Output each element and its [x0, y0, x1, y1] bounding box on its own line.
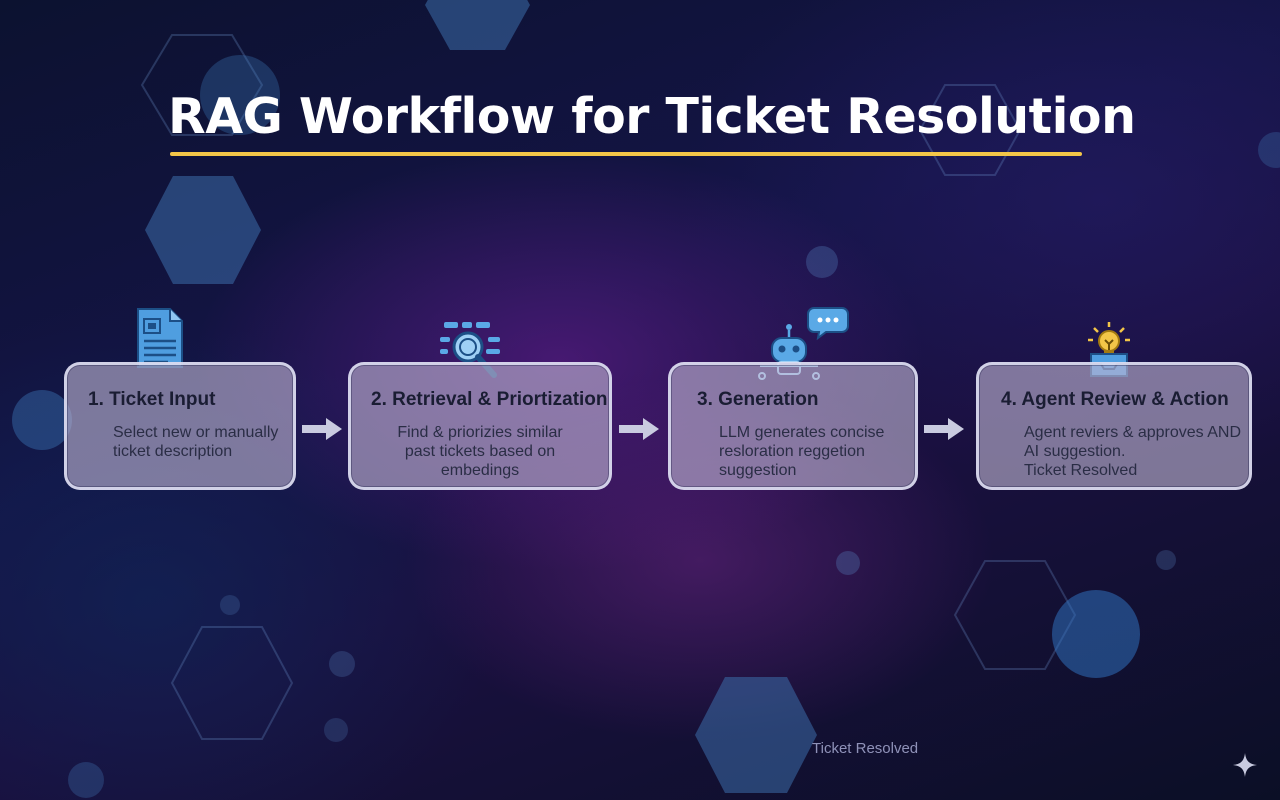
- hexagon-filled: [695, 677, 817, 793]
- hexagon-outline: [918, 84, 1022, 176]
- step-card-agent-review: 4. Agent Review & Action Agent reviers &…: [976, 362, 1252, 490]
- page-title: RAG Workflow for Ticket Resolution: [168, 88, 1136, 145]
- hexagon-filled: [145, 176, 261, 284]
- step-description: Find & priorizies similar past tickets b…: [397, 424, 563, 479]
- arrow-right-icon: [619, 418, 659, 440]
- bokeh-circle: [1258, 132, 1280, 168]
- bokeh-circle: [12, 390, 72, 450]
- title-underline: [170, 152, 1082, 156]
- bokeh-circle: [220, 595, 240, 615]
- arrow-right-icon: [924, 418, 964, 440]
- bokeh-circle: [68, 762, 104, 798]
- step-description: Agent reviers & approves AND AI suggesti…: [1024, 424, 1241, 479]
- step-card-generation: 3. Generation LLM generates concise resl…: [668, 362, 918, 490]
- step-card-retrieval: 2. Retrieval & Priortization Find & prio…: [348, 362, 612, 490]
- footer-caption: Ticket Resolved: [812, 740, 919, 757]
- bokeh-circle: [324, 718, 348, 742]
- step-description: LLM generates concise resloration regget…: [719, 424, 885, 479]
- bokeh-circle: [200, 55, 280, 135]
- arrow-right-icon: [302, 418, 342, 440]
- step-card-ticket-input: 1. Ticket Input Select new or manually t…: [64, 362, 296, 490]
- bokeh-circle: [1052, 590, 1140, 678]
- sparkle-icon: [1233, 753, 1257, 777]
- step-title: 1. Ticket Input: [88, 389, 216, 410]
- step-title: 3. Generation: [697, 389, 819, 410]
- bokeh-circle: [1156, 550, 1176, 570]
- step-title: 2. Retrieval & Priortization: [371, 389, 608, 410]
- bokeh-circle: [836, 551, 860, 575]
- step-title: 4. Agent Review & Action: [1001, 389, 1229, 410]
- hexagon-outline: [140, 34, 264, 136]
- hexagon-outline: [170, 626, 294, 740]
- bokeh-circle: [806, 246, 838, 278]
- hexagon-filled: [425, 0, 530, 50]
- step-description: Select new or manually ticket descriptio…: [113, 424, 279, 460]
- bokeh-circle: [329, 651, 355, 677]
